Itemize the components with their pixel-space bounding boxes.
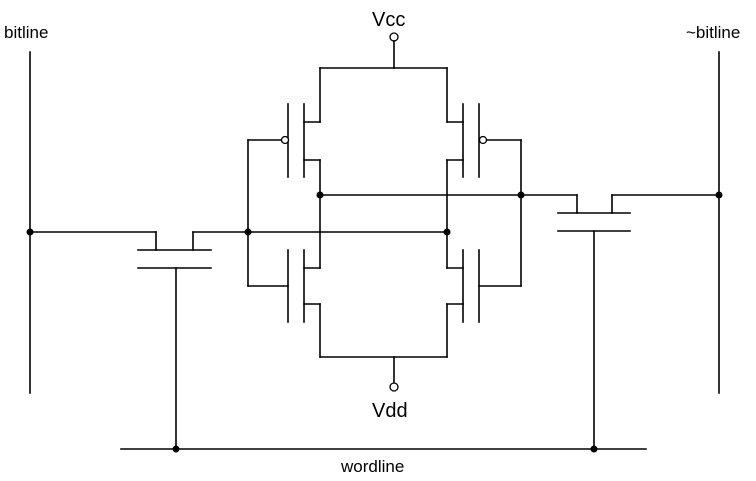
left-access-transistor [29,231,212,450]
junction-dot [172,445,180,453]
vcc-terminal [389,32,399,42]
left-nmos-transistor [247,194,321,358]
bitline-bar-label: ~bitline [686,23,740,42]
right-nmos-transistor [446,231,522,358]
vdd-terminal [389,382,399,392]
junction-dot [590,445,598,453]
right-access-transistor [557,194,720,450]
vcc-label: Vcc [372,9,405,31]
vdd-label: Vdd [372,400,408,422]
junction-dot [26,228,34,236]
junction-dot [244,228,252,236]
junction-dot [443,228,451,236]
junction-dot [316,191,324,199]
right-pmos-transistor [446,67,522,233]
wordline-label: wordline [340,457,404,476]
junction-dot [715,191,723,199]
left-pmos-transistor [247,67,321,196]
junction-dot [517,191,525,199]
bitline-label: bitline [4,23,48,42]
